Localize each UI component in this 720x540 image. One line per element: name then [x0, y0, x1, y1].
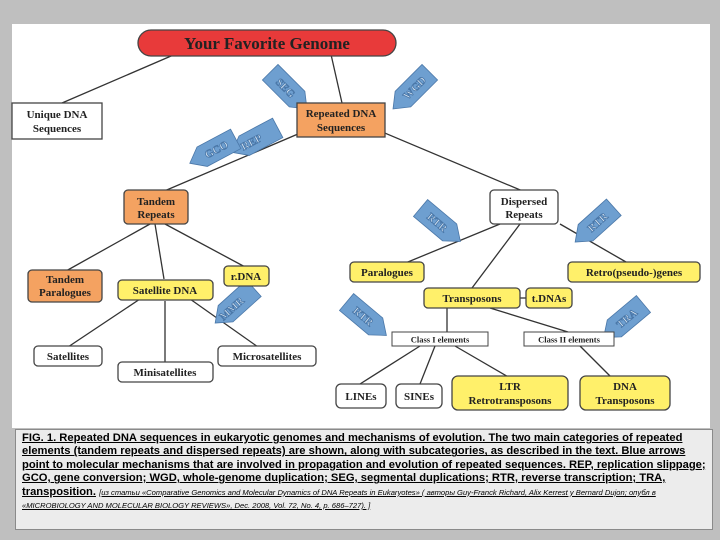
- caption-main: FIG. 1. Repeated DNA sequences in eukary…: [22, 432, 706, 498]
- line-class2-dnatransposons: [579, 345, 613, 379]
- gco-arrow: GCO: [189, 128, 242, 167]
- line-dispersed-transposons: [471, 223, 521, 289]
- rtr-bottom-arrow: RTR: [338, 293, 387, 336]
- satellite-dna-box: Satellite DNA: [117, 279, 214, 301]
- retro-genes-label: Retro(pseudo-)genes: [586, 267, 683, 279]
- repeated-dna-box: Repeated DNA Sequences: [296, 102, 386, 138]
- paralogues-label: Paralogues: [361, 267, 414, 279]
- rdna-label: r.DNA: [231, 271, 262, 283]
- dispersed-repeats-line2: Repeats: [505, 209, 543, 221]
- figure-caption: FIG. 1. Repeated DNA sequences in eukary…: [15, 429, 713, 530]
- title-box: Your Favorite Genome: [137, 29, 397, 57]
- satellite-dna-label: Satellite DNA: [133, 285, 198, 297]
- caption-source: [из статьи «Comparative Genomics and Mol…: [22, 487, 656, 511]
- class1-label: Class I elements: [411, 335, 470, 345]
- ltr-line1: LTR: [499, 381, 522, 393]
- class2-label: Class II elements: [538, 335, 601, 345]
- dna-transposons-line1: DNA: [613, 381, 637, 393]
- line-class1-lines: [359, 345, 421, 385]
- line-dispersed-paralogues: [402, 223, 501, 265]
- tandem-repeats-box: Tandem Repeats: [123, 189, 189, 225]
- unique-dna-line1: Unique DNA: [27, 109, 88, 121]
- line-tandem-rdna: [164, 223, 248, 269]
- line-title-unique: [61, 49, 186, 104]
- repeated-dna-line2: Sequences: [317, 122, 366, 134]
- lines-box: LINEs: [335, 383, 387, 409]
- retro-genes-box: Retro(pseudo-)genes: [567, 261, 701, 283]
- tra-arrow: TRA: [603, 295, 652, 338]
- dna-transposons-line2: Transposons: [595, 395, 655, 407]
- class1-box: Class I elements: [391, 331, 489, 347]
- line-satellite-microsatellites: [189, 298, 259, 348]
- repeated-dna-line1: Repeated DNA: [306, 108, 377, 120]
- unique-dna-line2: Sequences: [33, 123, 82, 135]
- dispersed-repeats-box: Dispersed Repeats: [489, 189, 559, 225]
- rtr-right-arrow: RTR: [574, 198, 622, 243]
- class2-box: Class II elements: [523, 331, 615, 347]
- line-tandem-paralogues: [65, 223, 151, 272]
- connector-lines: [61, 49, 627, 385]
- transposons-box: Transposons: [423, 287, 521, 309]
- ltr-line2: Retrotransposons: [469, 395, 553, 407]
- sines-box: SINEs: [395, 383, 443, 409]
- dispersed-repeats-line1: Dispersed: [501, 196, 547, 208]
- tdnas-label: t.DNAs: [532, 293, 567, 305]
- tandem-repeats-line1: Tandem: [137, 196, 175, 208]
- diagram-title: Your Favorite Genome: [184, 34, 350, 53]
- line-class1-sines: [419, 345, 436, 385]
- line-repeated-dispersed: [379, 130, 526, 193]
- tandem-repeats-line2: Repeats: [137, 209, 175, 221]
- unique-dna-box: Unique DNA Sequences: [11, 102, 103, 140]
- mmr-arrow: MMR: [214, 279, 262, 324]
- line-satellite-satellites: [67, 298, 141, 348]
- rdna-box: r.DNA: [223, 265, 270, 287]
- line-class1-ltr: [454, 345, 511, 379]
- tandem-paralogues-line1: Tandem: [46, 274, 84, 286]
- line-transposons-class2: [489, 307, 569, 333]
- microsatellites-box: Microsatellites: [217, 345, 317, 367]
- minisatellites-label: Minisatellites: [134, 367, 198, 379]
- satellites-box: Satellites: [33, 345, 103, 367]
- line-title-repeated: [329, 49, 343, 104]
- line-dispersed-retrogenes: [559, 223, 627, 263]
- microsatellites-label: Microsatellites: [233, 351, 303, 363]
- transposons-label: Transposons: [442, 293, 502, 305]
- dna-transposons-box: DNA Transposons: [579, 375, 671, 411]
- line-repeated-tandem: [161, 130, 306, 193]
- satellites-label: Satellites: [47, 351, 90, 363]
- paralogues-box: Paralogues: [349, 261, 425, 283]
- minisatellites-box: Minisatellites: [117, 361, 214, 383]
- line-tandem-satellite: [154, 223, 165, 280]
- tdnas-box: t.DNAs: [525, 287, 573, 309]
- rep-arrow: REP: [231, 117, 284, 156]
- sines-label: SINEs: [404, 391, 435, 403]
- tandem-paralogues-box: Tandem Paralogues: [27, 269, 103, 303]
- ltr-box: LTR Retrotransposons: [451, 375, 569, 411]
- tandem-paralogues-line2: Paralogues: [39, 287, 92, 299]
- lines-label: LINEs: [345, 391, 377, 403]
